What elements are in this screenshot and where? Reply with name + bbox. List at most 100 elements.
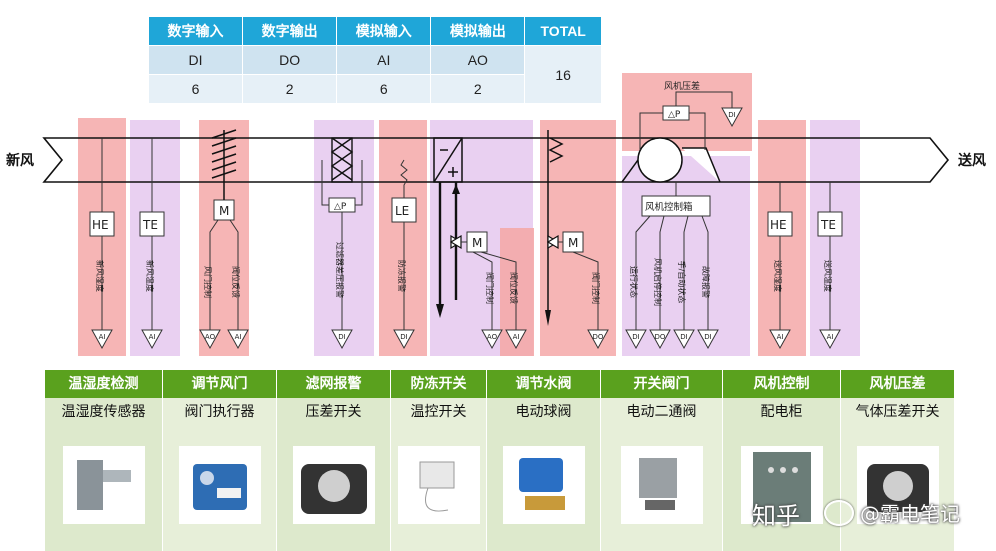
- io-header-total: TOTAL: [524, 16, 602, 46]
- device-title: 风机控制: [723, 370, 841, 398]
- device-image: [292, 446, 375, 524]
- shading-bands: [78, 73, 860, 356]
- io-tag-label: DI: [400, 333, 407, 341]
- actuator-image-icon: [192, 464, 247, 510]
- device-body: 电动二通阀: [601, 398, 723, 551]
- device-body: 电动球阀: [487, 398, 601, 551]
- m3-label: M: [568, 236, 578, 250]
- filter-lines: [321, 160, 363, 330]
- io-tag-label: DI: [728, 111, 735, 119]
- coil-pipe-arrow-up: [452, 184, 460, 194]
- device-body: 温湿度传感器: [45, 398, 163, 551]
- device-title: 调节水阀: [487, 370, 601, 398]
- sensor-image-icon: [76, 460, 131, 510]
- signal-label: 阀位反馈: [509, 272, 519, 304]
- device-label: 配电柜: [760, 404, 803, 420]
- io-code-di: DI: [147, 45, 244, 75]
- io-tag-label: DI: [704, 333, 711, 341]
- signal-label: 风机启停控制: [653, 258, 663, 306]
- io-tag-label: AI: [513, 333, 520, 341]
- device-label: 压差开关: [305, 404, 362, 420]
- te1-label: TE: [142, 218, 158, 232]
- le-label: LE: [395, 204, 409, 218]
- filter-symbol: [330, 137, 354, 183]
- device-table: 温湿度检测 温湿度传感器 调节风门 阀门执行器 滤网报警 压差开关 防冻开关 温…: [45, 370, 955, 551]
- device-col: 风机压差 气体压差开关: [841, 370, 955, 551]
- device-body: 温控开关: [391, 398, 487, 551]
- coil-symbol: [433, 137, 463, 183]
- fan-box-lines: [635, 182, 709, 330]
- io-tag-label: AI: [777, 333, 784, 341]
- device-label: 电动二通阀: [626, 404, 697, 420]
- io-tag-label: AI: [99, 333, 106, 341]
- device-image: [620, 446, 703, 524]
- pressure-box-dp: △P: [668, 110, 681, 120]
- device-image: [740, 446, 823, 524]
- device-body: 压差开关: [277, 398, 391, 551]
- filter-dp-label: △P: [334, 202, 347, 212]
- io-tag-arrow: [697, 329, 719, 350]
- io-code-ai: AI: [336, 45, 432, 75]
- m1-label: M: [219, 204, 229, 218]
- io-tag-arrow: [505, 329, 527, 350]
- device-image: [178, 446, 261, 524]
- io-tag-label: DI: [338, 333, 345, 341]
- signal-label: 送风温度: [823, 260, 833, 292]
- io-count-do: 2: [242, 74, 338, 104]
- signal-label: 防冻报警: [397, 260, 407, 292]
- io-tag-label: AI: [235, 333, 242, 341]
- fan-box-label: 风机控制箱: [645, 201, 693, 213]
- signal-label: 故障报警: [701, 266, 711, 298]
- signal-labels: 新风湿度新风温度风门控制阀位反馈过滤器差压报警防冻报警阀门控制阀位反馈阀门控制运…: [95, 242, 833, 306]
- m2-label: M: [472, 236, 482, 250]
- signal-label: 风门控制: [203, 266, 213, 298]
- te2-label: TE: [820, 218, 836, 232]
- io-tag-arrow: [587, 329, 609, 350]
- band-te2: [810, 120, 860, 356]
- io-count-ai: 6: [336, 74, 432, 104]
- io-tag-arrow: [481, 329, 503, 350]
- io-tag-label: DO: [593, 333, 604, 341]
- ahu-schematic-svg: 新风 送风 HE TE HE TE M LE M M 风机控制箱 △P: [6, 73, 986, 356]
- io-tag-arrow: [227, 329, 249, 350]
- io-tag-arrow: [649, 329, 671, 350]
- io-header-ao: 模拟输出: [430, 16, 526, 46]
- io-tag-arrow: [625, 329, 647, 350]
- device-title: 风机压差: [841, 370, 955, 398]
- gas-pressure-switch-image-icon: [866, 464, 929, 512]
- device-label: 电动球阀: [515, 404, 572, 420]
- watermark-author: @霸电笔记: [860, 502, 960, 526]
- device-col: 风机控制 配电柜: [723, 370, 841, 551]
- io-tag-label: DO: [655, 333, 666, 341]
- io-tag-arrow: [673, 329, 695, 350]
- device-label: 温湿度传感器: [61, 404, 146, 420]
- io-count-ao: 2: [430, 74, 526, 104]
- damper-symbol: [211, 129, 237, 200]
- device-col: 调节风门 阀门执行器: [163, 370, 277, 551]
- band-te1: [130, 120, 180, 356]
- device-body: 气体压差开关: [841, 398, 955, 551]
- io-tag-arrow: [331, 329, 353, 350]
- io-total: 16: [524, 45, 602, 104]
- fan-dp-lines: [639, 91, 733, 150]
- device-label: 阀门执行器: [184, 404, 255, 420]
- device-image: [856, 446, 939, 524]
- cabinet-image-icon: [752, 452, 811, 522]
- signal-label: 阀门控制: [485, 272, 495, 304]
- he1-label: HE: [92, 218, 109, 232]
- io-tag-arrow: [91, 329, 113, 350]
- device-image: [62, 446, 145, 524]
- outlet-label: 送风: [957, 152, 986, 169]
- io-count-di: 6: [147, 74, 244, 104]
- sensor-lines-left: [101, 138, 831, 330]
- signal-label: 新风温度: [145, 260, 155, 292]
- band-filter: [314, 120, 374, 356]
- signal-label: 手/自动状态: [677, 261, 687, 304]
- io-tag-arrow: [819, 329, 841, 350]
- valve-lines: [558, 241, 599, 330]
- watermark-site: 知乎: [752, 502, 800, 530]
- fan-symbol: [621, 137, 721, 183]
- ahu-schematic: 新风 送风 HE TE HE TE M LE M M 风机控制箱 △P: [6, 73, 986, 356]
- valve-body: [546, 234, 560, 250]
